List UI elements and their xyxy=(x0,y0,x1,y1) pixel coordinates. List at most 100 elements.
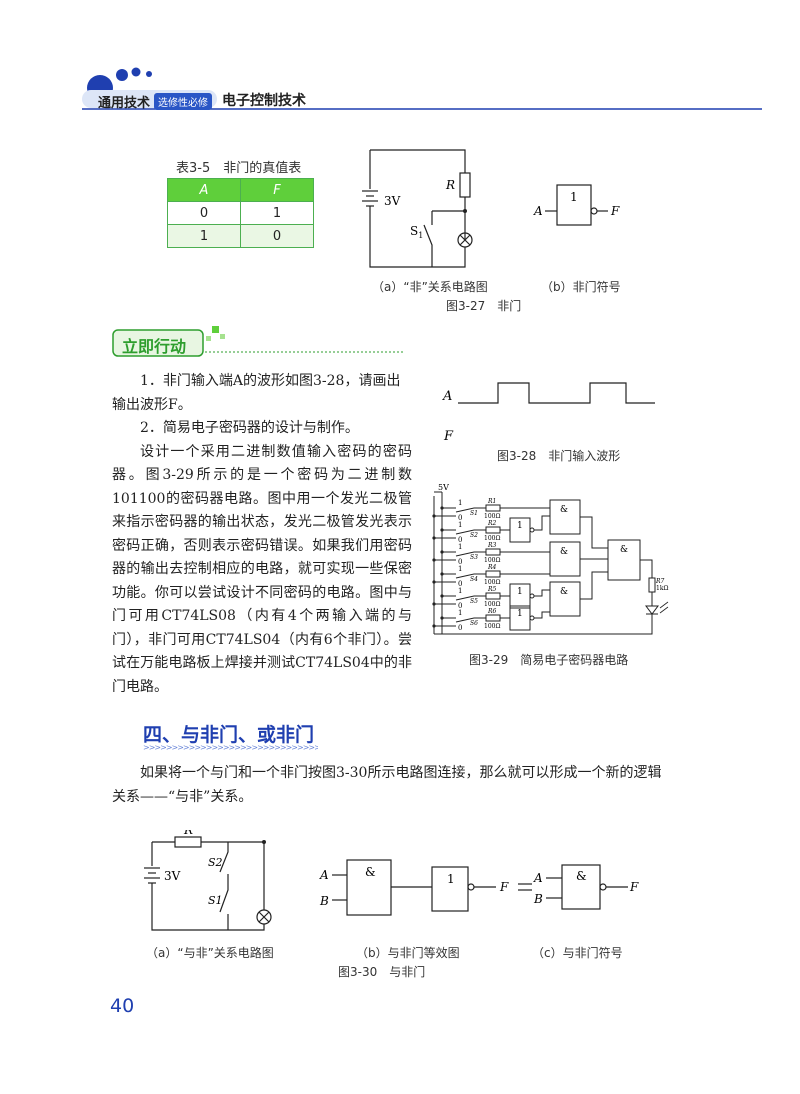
resistor-value: 100Ω xyxy=(484,601,500,608)
input-a: A xyxy=(533,871,543,885)
output-f: F xyxy=(629,880,639,894)
resistor-value: 100Ω xyxy=(484,513,500,520)
not-gate-symbol xyxy=(545,184,608,226)
not-gate-label: 1 xyxy=(517,609,523,619)
switch-zero-label: 0 xyxy=(458,624,462,632)
not-gate-label: 1 xyxy=(517,587,523,597)
resistor-value: 100Ω xyxy=(484,535,500,542)
resistor-label: R2 xyxy=(487,520,497,527)
switch-one-label: 1 xyxy=(458,609,462,617)
switch-zero-label: 0 xyxy=(458,536,462,544)
section-4-underline: >>>>>>>>>>>>>>>>>>>>>>>>>>>>>>>>>>>>>>>> xyxy=(143,743,318,752)
resistor-value: 100Ω xyxy=(484,557,500,564)
action-banner-bg xyxy=(112,326,403,357)
switch-one-label: 1 xyxy=(458,543,462,551)
resistor-label: R5 xyxy=(487,586,497,593)
table-cell: 0 xyxy=(167,201,241,225)
waveform-f-label: F xyxy=(443,429,454,444)
resistor-label: R3 xyxy=(487,542,497,549)
switch-one-label: 1 xyxy=(458,499,462,507)
table-cell: 1 xyxy=(167,224,241,248)
not-gate-label: 1 xyxy=(517,521,523,531)
switch-label: S6 xyxy=(470,620,478,627)
switch-one-label: 1 xyxy=(458,565,462,573)
task-2-description: 设计一个采用二进制数值输入密码的密码器。图3-29所示的是一个密码为二进制数10… xyxy=(112,443,412,695)
fig-3-30-caption-a: （a）“与非”关系电路图 xyxy=(146,946,274,960)
table-3-5-title: 表3-5 非门的真值表 xyxy=(176,161,302,176)
not-gate-input-a: A xyxy=(533,204,543,218)
switch-zero-label: 0 xyxy=(458,558,462,566)
not-relation-circuit xyxy=(362,149,473,268)
resistor-label: R4 xyxy=(487,564,497,571)
r-label: R xyxy=(183,830,193,837)
voltage-label: 3V xyxy=(384,194,401,208)
resistor-label: R6 xyxy=(487,608,497,615)
fig-3-30-caption-c: （c）与非门符号 xyxy=(532,946,623,960)
switch-zero-label: 0 xyxy=(458,514,462,522)
supply-label: 5V xyxy=(438,483,449,492)
table-header-f: F xyxy=(240,178,314,202)
s2-label: S2 xyxy=(208,856,223,869)
not-gate-output-f: F xyxy=(610,204,620,218)
switch-label: S2 xyxy=(470,532,478,539)
fig-3-30-diagram: R 3V S2 S1 A B & 1 F A B & F xyxy=(144,830,639,931)
fig-3-29-caption: 图3-29 简易电子密码器电路 xyxy=(469,653,629,667)
section-4-text: 如果将一个与门和一个非门按图3-30所示电路图连接，那么就可以形成一个新的逻辑关… xyxy=(112,765,662,805)
resistor-value: 100Ω xyxy=(484,579,500,586)
r-label: R xyxy=(445,178,455,192)
header-badge: 选修性必修 xyxy=(154,93,212,110)
fig-3-30-caption-b: （b）与非门等效图 xyxy=(356,946,460,960)
input-b: B xyxy=(319,894,329,908)
fig-3-28-waveform: A F xyxy=(442,382,655,444)
output-f: F xyxy=(499,880,509,894)
switch-zero-label: 0 xyxy=(458,602,462,610)
nand-equivalent xyxy=(332,859,532,916)
and-gate-label: & xyxy=(560,547,568,557)
and-gate-label: & xyxy=(560,505,568,515)
table-cell: 0 xyxy=(240,224,314,248)
and-gate-label: & xyxy=(560,587,568,597)
fig-3-27-caption-a: （a）“非”关系电路图 xyxy=(372,280,488,294)
action-title: 立即行动 xyxy=(122,337,187,356)
task-2: 2．简易电子密码器的设计与制作。 xyxy=(140,420,359,436)
switch-one-label: 1 xyxy=(458,587,462,595)
voltage-label: 3V xyxy=(164,869,181,883)
r7-label: R7 xyxy=(655,578,665,585)
nand-gate-symbol xyxy=(546,864,628,910)
and-gate-label: & xyxy=(620,545,628,555)
switch-zero-label: 0 xyxy=(458,580,462,588)
switch-label: S4 xyxy=(470,576,478,583)
task-text: 1．非门输入端A的波形如图3-28，请画出输出波形F。 2．简易电子密码器的设计… xyxy=(112,370,412,699)
switch-label: S5 xyxy=(470,598,478,605)
r7-value: 1kΩ xyxy=(656,585,668,592)
switch-label: S3 xyxy=(470,554,478,561)
s1-label: S1 xyxy=(208,894,223,907)
header-chapter-title: 电子控制技术 xyxy=(222,93,306,109)
header-book-title: 通用技术 xyxy=(98,96,151,111)
not-gate-label: 1 xyxy=(447,872,455,886)
and-gate-label: & xyxy=(576,869,587,883)
table-cell: 1 xyxy=(240,201,314,225)
fig-3-30-caption: 图3-30 与非门 xyxy=(338,965,426,979)
switch-one-label: 1 xyxy=(458,521,462,529)
switch-label: S1 xyxy=(470,510,478,517)
section-4-title: 四、与非门、或非门 xyxy=(143,724,315,746)
page-number: 40 xyxy=(110,995,135,1017)
led-light-icon xyxy=(659,601,669,614)
section-4-paragraph: 如果将一个与门和一个非门按图3-30所示电路图连接，那么就可以形成一个新的逻辑关… xyxy=(112,762,672,809)
waveform-a xyxy=(458,382,655,404)
waveform-a-label: A xyxy=(442,389,452,404)
input-a: A xyxy=(319,868,329,882)
fig-3-27-caption-b: （b）非门符号 xyxy=(541,280,621,294)
s1-label: S1 xyxy=(410,224,423,240)
nand-relation-circuit xyxy=(144,836,272,931)
fig-3-27-diagram: 3V R S1 1 A F xyxy=(362,149,620,268)
input-b: B xyxy=(533,892,543,906)
not-gate-one: 1 xyxy=(570,190,578,204)
fig-3-29-circuit: 5V 1 0 1 0 1 0 1 0 1 0 1 0 S1 S2 S3 S4 S… xyxy=(432,483,669,635)
fig-3-28-caption: 图3-28 非门输入波形 xyxy=(497,449,621,463)
table-header-a: A xyxy=(167,178,241,202)
resistor-label: R1 xyxy=(487,498,496,505)
fig-3-27-caption: 图3-27 非门 xyxy=(446,299,522,313)
